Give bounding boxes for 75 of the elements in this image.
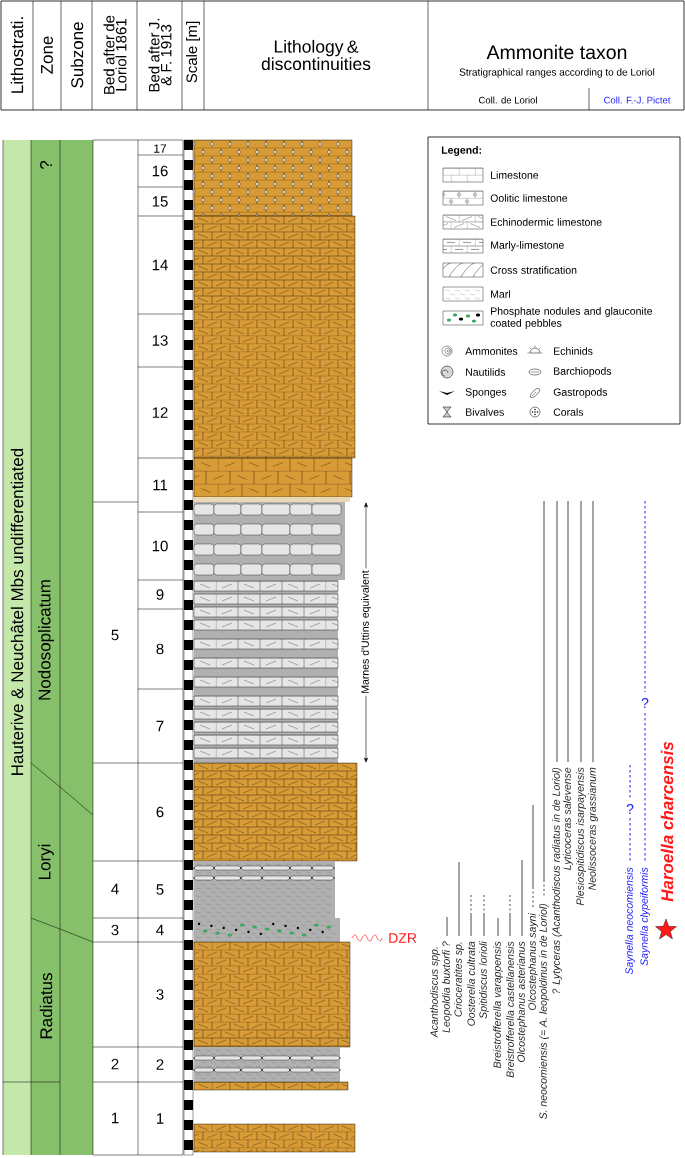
bed-number: 16 bbox=[152, 165, 168, 177]
legend-text: Gastropods bbox=[553, 388, 608, 398]
legend-text: Echinodermic limestone bbox=[491, 218, 602, 226]
bed-number: 1 bbox=[157, 1113, 164, 1124]
species-name: Saynella clypeiformis bbox=[640, 867, 650, 966]
species-name: Spitidiscus lorioli bbox=[479, 941, 489, 1019]
legend-text: Bivalves bbox=[466, 408, 504, 416]
bed-number: 13 bbox=[152, 335, 168, 346]
species-name: Leopoldia buxtorfi ? bbox=[442, 941, 452, 1033]
species-name: Oosterella cultrata bbox=[467, 941, 475, 1026]
legend-text: Marl bbox=[491, 290, 510, 298]
bed-number: 11 bbox=[153, 479, 168, 491]
species-name: Olcostephanus sayni bbox=[528, 913, 538, 1011]
bed-number: 4 bbox=[111, 883, 119, 895]
column-header: Subzone bbox=[70, 22, 84, 88]
bed-number: 10 bbox=[152, 540, 168, 552]
legend-text: Barchiopods bbox=[554, 367, 612, 377]
column-header: Bed after de Loriol 1861 bbox=[103, 15, 127, 94]
zone-name: Radiatus bbox=[39, 973, 53, 1039]
column-header: Zone bbox=[41, 36, 53, 74]
bed-number: 2 bbox=[111, 1058, 119, 1070]
species-name: Haroella charcensis bbox=[660, 741, 674, 902]
uncertainty-mark: ? bbox=[641, 698, 649, 708]
column-subheader: Stratigraphical ranges according to de Loriol bbox=[459, 68, 655, 78]
discontinuity-label: DZR bbox=[389, 933, 417, 943]
legend-text: Phosphate nodules and glauconite coated pebbles bbox=[490, 307, 653, 329]
bed-number: 12 bbox=[152, 407, 168, 418]
bed-number: 1 bbox=[112, 1112, 119, 1124]
legend-text: Marly-limestone bbox=[491, 241, 564, 251]
legend-text: Corals bbox=[553, 408, 584, 416]
bed-number: 5 bbox=[156, 884, 164, 895]
bed-number: 14 bbox=[152, 259, 168, 271]
species-name: Crioceratites sp. bbox=[454, 942, 464, 1017]
bed-number: 2 bbox=[156, 1059, 164, 1070]
bed-number: 15 bbox=[152, 196, 168, 207]
zone-name: Loryi bbox=[38, 844, 54, 880]
legend-text: Cross stratification bbox=[490, 266, 577, 274]
legend-text: Sponges bbox=[465, 388, 507, 398]
bed-number: 17 bbox=[154, 144, 167, 153]
column-header: Scale [m] bbox=[186, 21, 200, 83]
column-subheader: Coll. de Loriol bbox=[479, 96, 537, 104]
legend-text: Ammonites bbox=[465, 347, 518, 355]
legend-text: Oolitic limestone bbox=[490, 194, 568, 202]
bed-number: 5 bbox=[111, 629, 119, 641]
bed-number: 7 bbox=[156, 720, 164, 732]
species-name: Lyticoceras salevense bbox=[563, 767, 573, 870]
bed-number: 3 bbox=[156, 989, 164, 1000]
column-header: Ammonite taxon bbox=[486, 44, 627, 60]
species-name: Neolissoceras grassianum bbox=[588, 767, 598, 890]
unit-name: Hauterive & Neuchâtel Mbs undifferentiated bbox=[10, 448, 24, 775]
uncertainty-mark: ? bbox=[626, 804, 634, 814]
bed-number: 8 bbox=[156, 643, 164, 655]
species-name: ? Lytyceras (Acanthodiscus radiatus in de Loriol) bbox=[552, 767, 562, 994]
legend-text: Limestone bbox=[491, 171, 539, 179]
column-header: Lithology & discontinuities bbox=[261, 39, 371, 71]
unit-label: Marnes d'Uttins equivalent bbox=[359, 568, 373, 696]
legend-title: Legend: bbox=[441, 146, 481, 156]
species-name: Breistrofferella castellanensis bbox=[506, 941, 514, 1078]
zone-name: ? bbox=[40, 160, 52, 170]
species-name: Breistrofferella varappensis bbox=[493, 941, 503, 1069]
species-name: S. neocomiensis (= A. leopoldinus in de Loriol) bbox=[539, 903, 549, 1120]
bed-number: 4 bbox=[156, 924, 164, 936]
column-subheader: Coll. F.-J. Pictet bbox=[604, 96, 671, 104]
zone-name: Nodosoplicatum bbox=[38, 580, 54, 700]
bed-number: 6 bbox=[156, 806, 164, 818]
legend-text: Nautilids bbox=[466, 368, 506, 376]
legend-text: Echinids bbox=[554, 347, 593, 355]
species-name: Saynella neocomiensis bbox=[625, 867, 635, 975]
species-name: Olcostephanus asterianus bbox=[517, 941, 527, 1063]
species-name: Acanthodiscus spp. bbox=[430, 947, 440, 1038]
species-name: Plesiospitidiscus isarpayensis bbox=[576, 767, 586, 906]
column-header: Bed after J. & F. 1913 bbox=[148, 18, 172, 92]
bed-number: 3 bbox=[111, 924, 119, 936]
bed-number: 9 bbox=[156, 589, 164, 600]
column-header: Lithostrati. bbox=[10, 17, 24, 93]
